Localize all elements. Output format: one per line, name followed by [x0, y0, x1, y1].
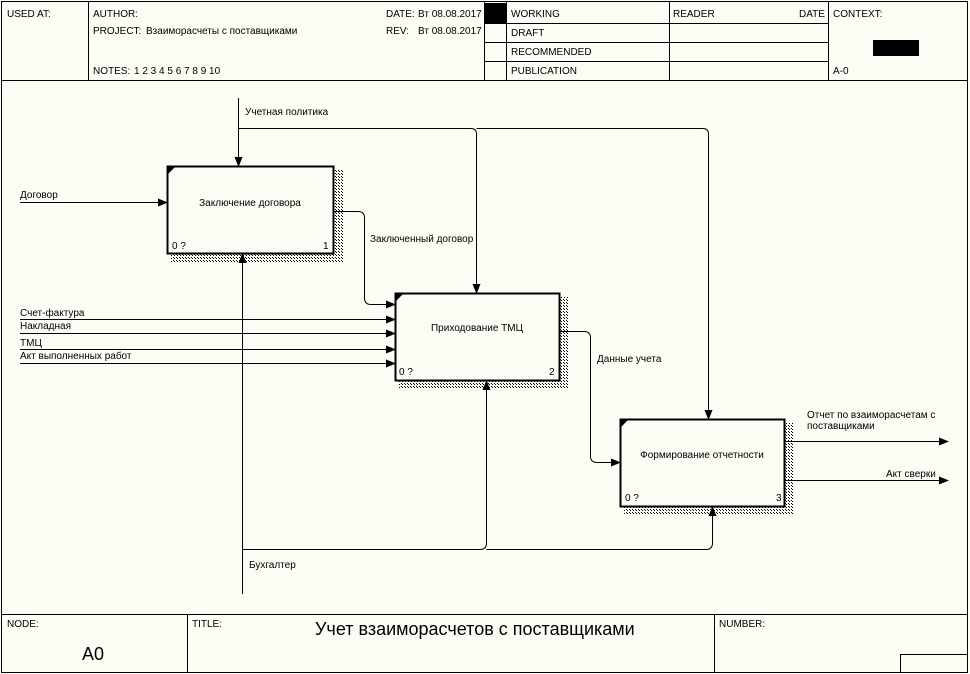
box-1-title: Заключение договора	[199, 198, 301, 209]
activity-box-1	[166, 165, 335, 255]
label-account-data: Данные учета	[597, 354, 662, 365]
node-value: A0	[82, 644, 105, 664]
label-report: Отчет по взаиморасчетам с поставщиками	[807, 410, 936, 432]
arrow-accountant-to-box2	[242, 380, 491, 550]
label-invoice: Счет-фактура	[20, 308, 85, 319]
rev-value: Вт 08.08.2017	[418, 26, 482, 37]
date-value: Вт 08.08.2017	[418, 9, 482, 20]
status-draft: DRAFT	[511, 28, 545, 39]
box-3-cost: 0 ?	[625, 493, 639, 504]
activity-box-2	[394, 292, 561, 382]
title-label: TITLE:	[192, 619, 223, 630]
context-label: CONTEXT:	[833, 9, 883, 20]
arrow-policy-to-box2	[238, 128, 481, 294]
label-act-works: Акт выполненных работ	[20, 351, 132, 362]
activity-box-3	[619, 418, 786, 508]
arrow-accountant-to-box3	[486, 506, 717, 550]
author-label: AUTHOR:	[93, 9, 138, 20]
context-block	[873, 40, 919, 56]
notes-value: 1 2 3 4 5 6 7 8 9 10	[134, 66, 221, 77]
box-3-title: Формирование отчетности	[640, 450, 764, 461]
label-contract: Договор	[20, 190, 58, 201]
date-label: DATE:	[386, 9, 415, 20]
reader-date-label: DATE	[799, 9, 825, 20]
arrow-account-data	[560, 331, 621, 467]
context-node: A-0	[833, 66, 849, 77]
arrow-concluded-contract	[334, 211, 396, 309]
arrow-policy-to-box3	[476, 128, 713, 420]
rev-label: REV:	[386, 26, 409, 37]
box-1-cost: 0 ?	[172, 241, 186, 252]
status-recommended: RECOMMENDED	[511, 47, 592, 58]
project-label: PROJECT:	[93, 26, 142, 37]
box-2-cost: 0 ?	[399, 367, 413, 378]
number-label: NUMBER:	[719, 619, 766, 630]
diagram-title: Учет взаиморасчетов с поставщиками	[315, 619, 635, 639]
status-publication: PUBLICATION	[511, 66, 577, 77]
project-value: Взаиморасчеты с поставщиками	[146, 26, 298, 37]
notes-label: NOTES:	[93, 66, 131, 77]
box-3-number: 3	[776, 493, 782, 504]
label-goods: ТМЦ	[20, 338, 42, 349]
box-2-number: 2	[549, 367, 555, 378]
reader-label: READER	[673, 9, 715, 20]
label-accountant: Бухгалтер	[249, 560, 296, 571]
label-policy: Учетная политика	[245, 107, 329, 118]
box-1-number: 1	[323, 241, 329, 252]
node-label: NODE:	[7, 619, 39, 630]
used-at-label: USED AT:	[7, 9, 51, 20]
box-2-title: Приходование ТМЦ	[430, 323, 523, 334]
label-waybill: Накладная	[20, 321, 72, 332]
label-concluded: Заключенный договор	[370, 234, 474, 245]
status-working: WORKING	[511, 9, 560, 20]
label-reconciliation: Акт сверки	[886, 469, 936, 480]
working-marker	[485, 3, 506, 23]
